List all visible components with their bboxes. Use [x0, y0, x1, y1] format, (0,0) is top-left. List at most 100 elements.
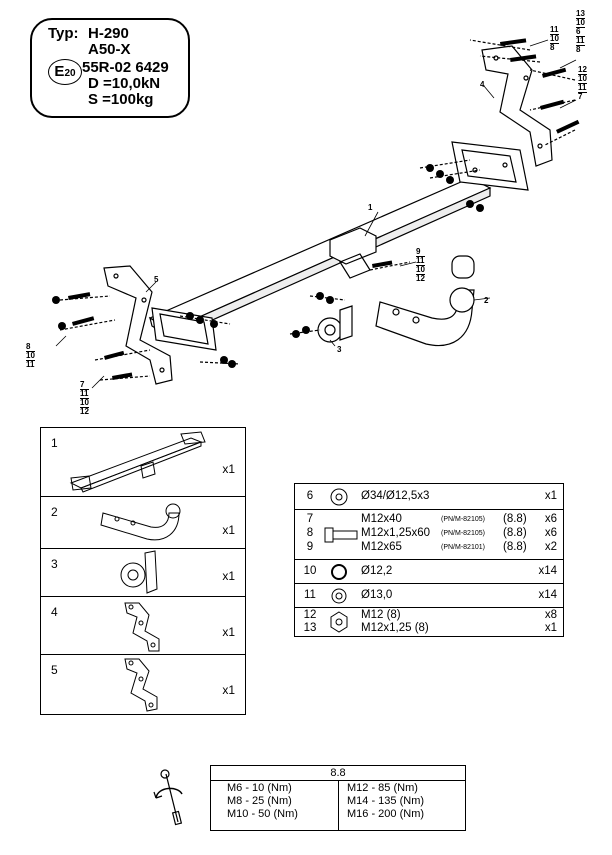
hardware-desc: Ø34/Ø12,5x3 [361, 490, 430, 502]
torque-table: 8.8 M6 - 10 (Nm) M8 - 25 (Nm) M10 - 50 (… [210, 765, 466, 831]
right-bracket-thumbnail [124, 602, 160, 652]
callout-number: 7 [578, 92, 587, 101]
hardware-number: 8 [306, 527, 314, 539]
hardware-number: 7 [306, 513, 314, 525]
left-side-bracket-drawing [103, 265, 173, 385]
s-value: S =100kg [88, 91, 154, 108]
parts-row-2: 2 x1 [41, 497, 245, 549]
hardware-rows-bolts: 7 M12x40 (PN/M-82105) (8.8) x6 8 M12x1,2… [295, 510, 563, 560]
crossbar-thumbnail [69, 431, 206, 493]
callout-part-4: 4 [480, 80, 485, 89]
hardware-desc: Ø13,0 [361, 589, 393, 601]
hardware-desc: M12 (8) [361, 609, 401, 621]
torque-wrench-icon [153, 769, 183, 826]
ball-neck-drawing [375, 255, 475, 346]
callout-number: 10 [576, 18, 585, 27]
parts-row-3: 3 x1 [41, 549, 245, 597]
part-qty: x1 [222, 462, 235, 476]
hardware-standard: (PN/M-82105) [441, 530, 485, 537]
type-approval-box: Typ: H-290 A50-X E20 55R-02 6429 D =10,0… [30, 18, 190, 118]
part-number: 4 [51, 605, 58, 619]
d-value: D =10,0kN [88, 75, 161, 92]
torque-left-3: M10 - 50 (Nm) [227, 808, 298, 820]
hardware-number: 12 [303, 609, 317, 621]
e-approval-mark-icon: E20 [48, 59, 82, 85]
callout-number: 11 [578, 83, 587, 92]
exploded-assembly-drawing [52, 38, 580, 389]
callout-number: 13 [576, 9, 585, 18]
parts-row-5: 5 x1 [41, 655, 245, 714]
typ-label: Typ: [48, 25, 79, 42]
hardware-number: 6 [306, 490, 314, 502]
callout-leader-lines [55, 39, 577, 389]
callout-part-2: 2 [484, 296, 489, 305]
callout-number: 8 [26, 342, 31, 351]
hardware-rows-nuts: 12 M12 (8) x8 13 M12x1,25 (8) x1 [295, 608, 563, 636]
part-qty: x1 [222, 625, 235, 639]
torque-right-1: M12 - 85 (Nm) [347, 782, 418, 794]
washer-icon [330, 488, 348, 506]
model-code: A50-X [88, 41, 131, 58]
bolt-icon [324, 527, 358, 543]
hardware-qty: x8 [544, 609, 557, 621]
socket-plate-drawing [317, 305, 353, 343]
torque-left-1: M6 - 10 (Nm) [227, 782, 292, 794]
hardware-standard: (PN/M-82101) [441, 544, 485, 551]
hardware-number: 10 [303, 565, 317, 577]
callout-number: 12 [578, 65, 587, 74]
torque-right-2: M14 - 135 (Nm) [347, 795, 425, 807]
ball-neck-thumbnail [100, 503, 181, 541]
callout-part-5: 5 [154, 275, 159, 284]
nut-icon [330, 611, 348, 633]
torque-divider [338, 780, 339, 830]
part-number: 2 [51, 505, 58, 519]
hardware-desc: M12x40 [361, 513, 402, 525]
part-qty: x1 [222, 683, 235, 697]
hardware-row-10: 10 Ø12,2 x14 [295, 560, 563, 584]
left-bracket-thumbnail [124, 658, 158, 712]
torque-right-3: M16 - 200 (Nm) [347, 808, 425, 820]
right-end-plate-drawing [451, 141, 529, 191]
parts-row-1: 1 x1 [41, 428, 245, 497]
torque-grade-header: 8.8 [211, 766, 465, 781]
hardware-qty: x6 [544, 527, 557, 539]
callout-number: 6 [576, 27, 585, 36]
hardware-number: 11 [304, 589, 316, 601]
flat-washer-icon [331, 588, 347, 604]
parts-list-table: 1 x1 2 x1 3 x1 4 x1 5 [40, 427, 246, 715]
callout-number: 11 [26, 360, 35, 369]
socket-plate-thumbnail [120, 550, 158, 594]
hardware-qty: x1 [544, 490, 557, 502]
callout-number: 11 [80, 389, 89, 398]
hardware-qty: x6 [544, 513, 557, 525]
callout-number: 10 [578, 74, 587, 83]
part-qty: x1 [222, 569, 235, 583]
typ-value: H-290 [88, 25, 129, 42]
hardware-standard: (PN/M-82105) [441, 516, 485, 523]
part-number: 3 [51, 557, 58, 571]
callout-number: 12 [80, 407, 89, 416]
hardware-row-11: 11 Ø13,0 x14 [295, 584, 563, 608]
callout-number: 8 [550, 43, 559, 52]
torque-left-2: M8 - 25 (Nm) [227, 795, 292, 807]
hardware-qty: x14 [538, 565, 557, 577]
hardware-qty: x2 [544, 541, 557, 553]
callout-part-3: 3 [337, 345, 342, 354]
parts-row-4: 4 x1 [41, 597, 245, 655]
hardware-qty: x1 [544, 622, 557, 634]
callout-number: 8 [576, 45, 585, 54]
callout-number: 9 [416, 247, 421, 256]
spring-washer-icon [331, 564, 347, 580]
hardware-number: 9 [306, 541, 314, 553]
hardware-table: 6 Ø34/Ø12,5x3 x1 7 M12x40 (PN/M-82105) (… [294, 483, 564, 637]
hardware-desc: Ø12,2 [361, 565, 393, 577]
callout-number: 11 [416, 256, 425, 265]
part-number: 5 [51, 663, 58, 677]
hardware-grade: (8.8) [503, 541, 527, 553]
hardware-desc: M12x1,25x60 [361, 527, 431, 539]
callout-number: 10 [416, 265, 425, 274]
crossbar-drawing [148, 177, 492, 340]
